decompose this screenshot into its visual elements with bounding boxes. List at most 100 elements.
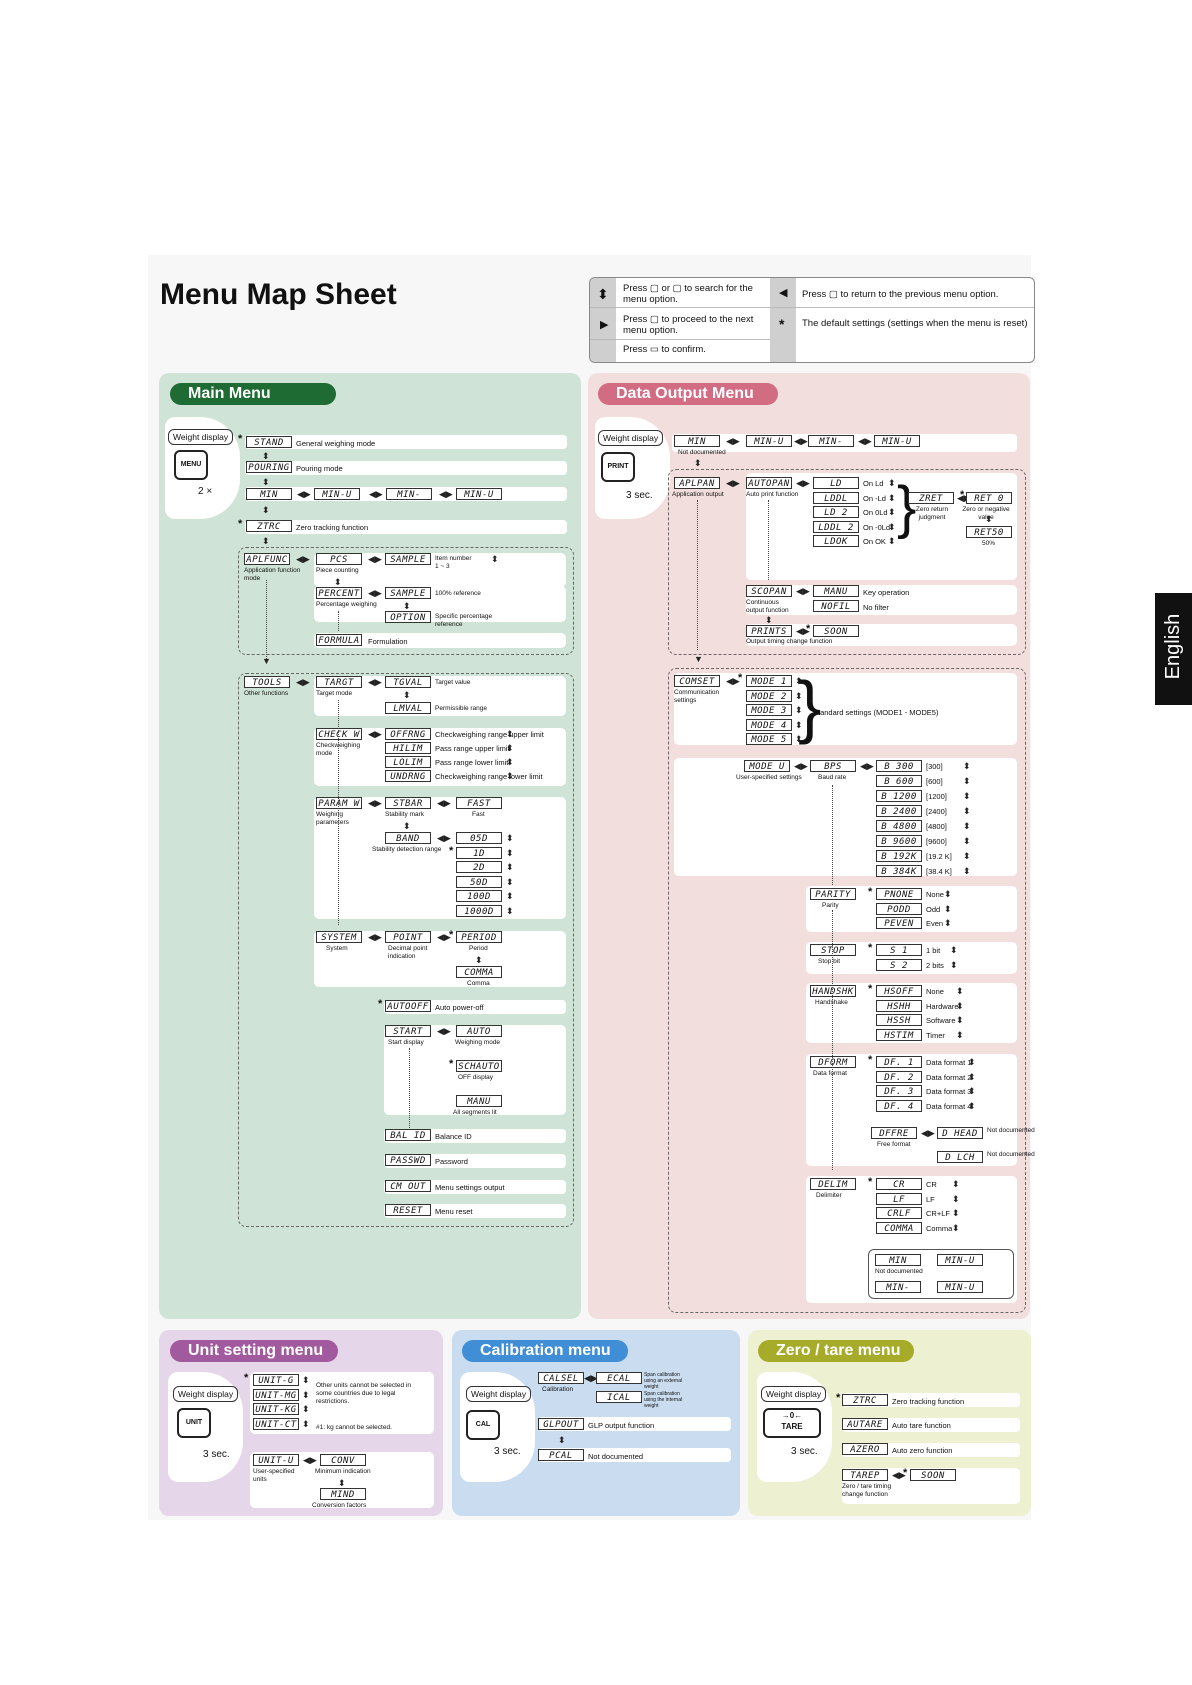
parity-rows-lcd[interactable]: PEVEN (876, 917, 922, 929)
baud-lcd[interactable]: B 2400 (876, 805, 922, 817)
df-rows-lcd[interactable]: DF. 2 (876, 1070, 922, 1083)
dhead-lcd[interactable]: D HEAD (937, 1127, 983, 1139)
print-key[interactable]: PRINT (601, 452, 635, 482)
fast-lcd[interactable]: FAST (456, 797, 502, 809)
hs-rows-lcd[interactable]: HSHH (876, 999, 922, 1012)
stbl-lcd[interactable]: STBAR (385, 797, 431, 809)
check-option-lcd[interactable]: OFFRNG (385, 728, 431, 740)
baud-lcd[interactable]: B 192K (876, 850, 922, 862)
calsel-lcd[interactable]: CALSEL (538, 1372, 584, 1384)
mind-lcd[interactable]: MIND (320, 1488, 366, 1500)
glpout-lcd[interactable]: GLPOUT (538, 1418, 584, 1430)
applfunc-lcd[interactable]: APLFUNC (244, 553, 290, 565)
ret50-lcd[interactable]: RET50 (966, 526, 1012, 538)
cmout-lcd[interactable]: CM OUT (385, 1180, 431, 1192)
delim-rows-lcd[interactable]: CRLF (876, 1207, 922, 1219)
autooff-lcd[interactable]: AUTOOFF (385, 1000, 431, 1012)
stop-rows-lcd[interactable]: S 2 (876, 959, 922, 971)
mode-lcd[interactable]: MODE 1 (746, 675, 792, 687)
delim-min-u2-lcd[interactable]: MIN-U (937, 1281, 983, 1293)
baud-lcd[interactable]: B 384K (876, 865, 922, 877)
auto-option-lcd[interactable]: LDDL 2 (813, 520, 859, 533)
min-dash-lcd[interactable]: MIN- (386, 488, 432, 500)
hs-rows-lcd[interactable]: HSTIM (876, 1028, 922, 1041)
unit-key[interactable]: UNIT (177, 1408, 211, 1438)
lmval-lcd[interactable]: LMVAL (385, 702, 431, 714)
param-lcd[interactable]: PARAM W (316, 797, 362, 809)
band-option-lcd[interactable]: 50D (456, 875, 502, 888)
unit-option-lcd[interactable]: UNIT-G (253, 1374, 299, 1386)
stand-lcd[interactable]: STAND (246, 436, 292, 448)
dffre-lcd[interactable]: DFFRE (871, 1127, 917, 1139)
unitu-lcd[interactable]: UNIT-U (253, 1454, 299, 1466)
system-lcd[interactable]: SYSTEM (316, 931, 362, 943)
df-rows-lcd[interactable]: DF. 4 (876, 1099, 922, 1112)
auto-option-lcd[interactable]: LDOK (813, 535, 859, 547)
mode-lcd[interactable]: MODE 5 (746, 733, 792, 745)
autare-lcd[interactable]: AUTARE (842, 1418, 888, 1430)
baud-lcd[interactable]: B 600 (876, 775, 922, 787)
nofil-lcd[interactable]: NOFIL (813, 600, 859, 612)
pouring-lcd[interactable]: POURING (246, 461, 292, 473)
stop-lcd[interactable]: STOP (810, 944, 856, 956)
hs-rows-lcd[interactable]: HSSH (876, 1014, 922, 1026)
min-lcd[interactable]: MIN (246, 488, 292, 500)
tarep-soon-lcd[interactable]: SOON (910, 1469, 956, 1481)
min-u2-lcd[interactable]: MIN-U (456, 488, 502, 500)
formula-lcd[interactable]: FORMULA (316, 634, 362, 646)
balid-lcd[interactable]: BAL ID (385, 1129, 431, 1141)
pcs-lcd[interactable]: PCS (316, 553, 362, 565)
manu-lcd[interactable]: MANU (456, 1095, 502, 1107)
band-option-lcd[interactable]: 1D (456, 846, 502, 859)
df-rows-lcd[interactable]: DF. 3 (876, 1085, 922, 1097)
start-lcd[interactable]: START (385, 1025, 431, 1037)
ztrc-lcd[interactable]: ZTRC (246, 520, 292, 532)
unit-option-lcd[interactable]: UNIT-CT (253, 1417, 299, 1430)
auto-lcd[interactable]: AUTO (456, 1025, 502, 1037)
unit-option-lcd[interactable]: UNIT-KG (253, 1403, 299, 1415)
sample2-lcd[interactable]: SAMPLE (385, 587, 431, 599)
df-rows-lcd[interactable]: DF. 1 (876, 1056, 922, 1068)
band-option-lcd[interactable]: 2D (456, 861, 502, 873)
aplpan-lcd[interactable]: APLPAN (674, 477, 720, 489)
min-u-lcd[interactable]: MIN-U (314, 488, 360, 500)
mode-lcd[interactable]: MODE 2 (746, 689, 792, 702)
off-display-lcd[interactable]: SCHAUTO (456, 1060, 502, 1072)
dlch-lcd[interactable]: D LCH (937, 1151, 983, 1163)
tgval-lcd[interactable]: TGVAL (385, 676, 431, 688)
delim-min-lcd[interactable]: MIN (875, 1254, 921, 1266)
stop-rows-lcd[interactable]: S 1 (876, 944, 922, 956)
delim-rows-lcd[interactable]: LF (876, 1192, 922, 1205)
ical-lcd[interactable]: ICAL (596, 1391, 642, 1403)
conv-lcd[interactable]: CONV (320, 1454, 366, 1466)
check-option-lcd[interactable]: LOLIM (385, 756, 431, 768)
auto-option-lcd[interactable]: LDDL (813, 491, 859, 504)
modeu-lcd[interactable]: MODE U (744, 760, 790, 772)
tools-lcd[interactable]: TOOLS (244, 676, 290, 688)
data-min-u2-lcd[interactable]: MIN-U (874, 435, 920, 447)
pcal-lcd[interactable]: PCAL (538, 1449, 584, 1461)
zret-lcd[interactable]: ZRET (908, 492, 954, 504)
autopan-lcd[interactable]: AUTOPAN (746, 477, 792, 489)
band-option-lcd[interactable]: 1000D (456, 904, 502, 917)
delim-min-dash-lcd[interactable]: MIN- (875, 1281, 921, 1293)
mode-lcd[interactable]: MODE 4 (746, 718, 792, 731)
data-min-dash-lcd[interactable]: MIN- (808, 435, 854, 447)
soon-lcd[interactable]: SOON (813, 625, 859, 637)
scopan-lcd[interactable]: SCOPAN (746, 585, 792, 597)
auto-option-lcd[interactable]: LD (813, 477, 859, 489)
cal-key[interactable]: CAL (466, 1410, 500, 1440)
auto-option-lcd[interactable]: LD 2 (813, 506, 859, 518)
delim-rows-lcd[interactable]: CR (876, 1178, 922, 1190)
delim-rows-lcd[interactable]: COMMA (876, 1221, 922, 1234)
delim-min-u-lcd[interactable]: MIN-U (937, 1254, 983, 1266)
bps-lcd[interactable]: BPS (810, 760, 856, 772)
baud-lcd[interactable]: B 9600 (876, 835, 922, 847)
band-option-lcd[interactable]: 05D (456, 832, 502, 844)
prints-lcd[interactable]: PRINTS (746, 625, 792, 637)
dform-lcd[interactable]: DFORM (810, 1056, 856, 1068)
unit-option-lcd[interactable]: UNIT-MG (253, 1388, 299, 1401)
manu2-lcd[interactable]: MANU (813, 585, 859, 597)
baud-lcd[interactable]: B 300 (876, 760, 922, 772)
point-lcd[interactable]: POINT (385, 931, 431, 943)
